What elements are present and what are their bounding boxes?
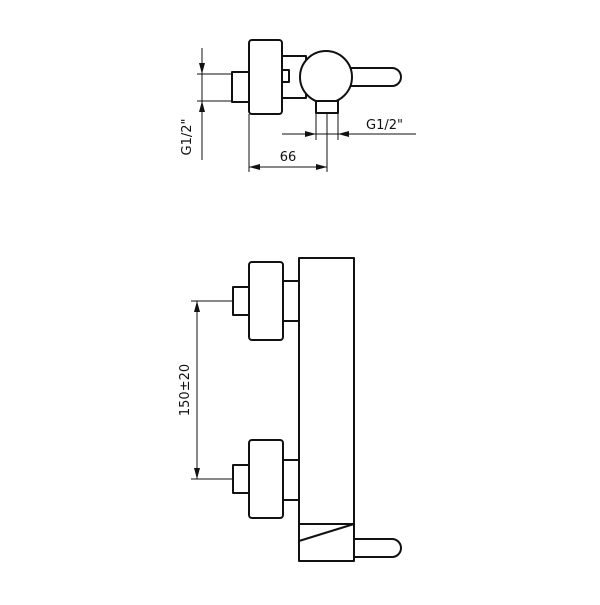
front-view-handle-lever bbox=[339, 538, 402, 558]
front-view-cap-chamfer bbox=[298, 523, 355, 542]
dim-depth: 66 bbox=[248, 113, 328, 172]
dim-inlet-thread: G1/2" bbox=[180, 48, 232, 160]
dim-outlet-thread: G1/2" bbox=[282, 113, 416, 140]
top-view-handle-lever bbox=[339, 67, 402, 87]
top-view-mixer-body bbox=[299, 50, 353, 104]
front-view-lower-connector bbox=[282, 459, 300, 501]
front-view-upper-rosette bbox=[248, 261, 284, 341]
top-view-outlet-stub bbox=[315, 100, 339, 114]
front-view-upper-connector bbox=[282, 280, 300, 322]
dim-outlet-thread-label: G1/2" bbox=[366, 118, 403, 133]
front-view-upper-inlet-stub bbox=[232, 286, 250, 316]
front-view-cartridge-cap bbox=[298, 523, 355, 562]
front-view: 150±20 bbox=[178, 257, 402, 562]
top-view-connector-slot bbox=[281, 69, 290, 83]
dim-depth-label: 66 bbox=[280, 150, 297, 165]
top-view-rosette-plate bbox=[248, 39, 283, 115]
top-view: G1/2" G1/2" 66 bbox=[180, 39, 416, 172]
dim-centre-distance: 150±20 bbox=[178, 300, 233, 480]
dim-centre-distance-label: 150±20 bbox=[178, 364, 193, 416]
front-view-lower-inlet-stub bbox=[232, 464, 250, 494]
dim-inlet-thread-label: G1/2" bbox=[180, 119, 195, 156]
front-view-mixer-body bbox=[298, 257, 355, 525]
front-view-lower-rosette bbox=[248, 439, 284, 519]
top-view-inlet-stub bbox=[231, 71, 250, 103]
